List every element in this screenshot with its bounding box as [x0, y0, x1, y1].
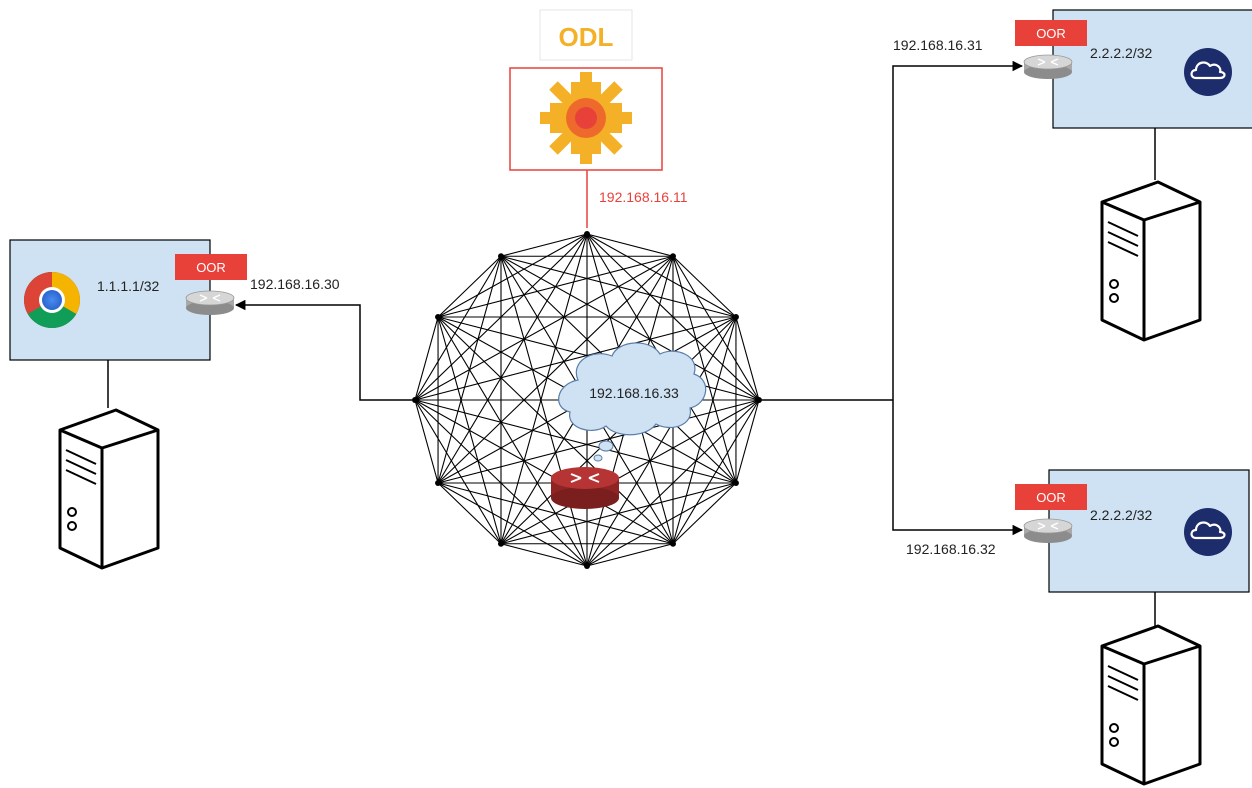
right-top-server-icon[interactable] — [1100, 180, 1202, 342]
right-bottom-server-icon[interactable] — [1100, 624, 1202, 786]
left-oor-badge — [175, 254, 247, 280]
mesh-link — [437, 316, 588, 567]
right-top-cloud-icon[interactable] — [1184, 48, 1232, 96]
mesh-link — [500, 233, 588, 257]
left-oor-label: OOR — [196, 260, 226, 275]
mesh-link — [437, 482, 502, 545]
mesh-link — [414, 399, 439, 484]
mesh-link — [414, 316, 439, 401]
mesh-link — [437, 255, 674, 484]
mesh-node — [498, 540, 504, 547]
right-bottom-eid: 2.2.2.2/32 — [1090, 507, 1152, 523]
mesh-link — [437, 256, 502, 484]
mesh-link — [735, 399, 760, 484]
mesh-link — [735, 316, 760, 401]
mesh-link — [437, 255, 502, 318]
mesh-link — [414, 399, 737, 484]
mesh-link — [586, 233, 674, 257]
mesh-node — [412, 397, 418, 403]
left-eid: 1.1.1.1/32 — [97, 278, 159, 294]
mesh-node — [732, 480, 739, 486]
odl-label: ODL — [559, 22, 614, 52]
mesh-link — [414, 399, 502, 545]
mesh-link — [414, 255, 502, 401]
mesh-node — [670, 253, 676, 260]
mesh-link — [437, 316, 674, 545]
right-bottom-oor-badge — [1015, 484, 1087, 510]
odl-label-box — [539, 9, 633, 61]
mesh-node — [732, 314, 739, 320]
mesh-link — [437, 316, 502, 544]
right-top-oor-label: OOR — [1036, 26, 1066, 41]
mesh-link — [672, 255, 737, 318]
right-bottom-router-icon[interactable] — [1023, 518, 1073, 543]
mesh-link — [414, 399, 674, 545]
mesh-link — [586, 543, 674, 567]
map-server-router-icon[interactable] — [551, 467, 619, 509]
mesh-link — [500, 255, 760, 401]
mesh-link — [500, 233, 588, 544]
left-rloc: 192.168.16.30 — [250, 276, 340, 292]
right-top-oor-badge — [1015, 20, 1087, 46]
mesh-node — [756, 397, 762, 403]
right-top-rloc: 192.168.16.31 — [893, 37, 983, 53]
mesh-node — [498, 253, 504, 260]
left-router-icon[interactable] — [185, 290, 235, 315]
mesh-nodes — [412, 231, 762, 569]
mesh-link — [437, 482, 588, 567]
right-top-eid: 2.2.2.2/32 — [1090, 45, 1152, 61]
controller-ip: 192.168.16.11 — [599, 189, 688, 205]
right-top-router-icon[interactable] — [1023, 54, 1073, 79]
mesh-node — [584, 231, 590, 237]
mesh-node — [435, 314, 442, 320]
mesh-link — [500, 543, 588, 567]
right-bottom-oor-label: OOR — [1036, 490, 1066, 505]
opendaylight-logo-icon — [540, 72, 632, 164]
chrome-icon[interactable] — [24, 272, 80, 328]
mesh-link — [500, 255, 737, 318]
mesh-node — [670, 540, 676, 547]
left-server-icon[interactable] — [58, 408, 160, 570]
core-cloud-ip: 192.168.16.33 — [589, 385, 679, 401]
mesh-node — [584, 563, 590, 569]
mesh-link — [414, 316, 737, 401]
mesh-node — [435, 480, 442, 486]
mesh-link — [672, 482, 737, 545]
mesh-link — [500, 256, 588, 567]
odl-controller[interactable]: ODL — [509, 9, 663, 171]
core-cloud: 192.168.16.33 — [558, 342, 707, 462]
mesh-link — [437, 399, 760, 484]
right-bottom-cloud-icon[interactable] — [1184, 508, 1232, 556]
right-bottom-rloc: 192.168.16.32 — [906, 541, 996, 557]
